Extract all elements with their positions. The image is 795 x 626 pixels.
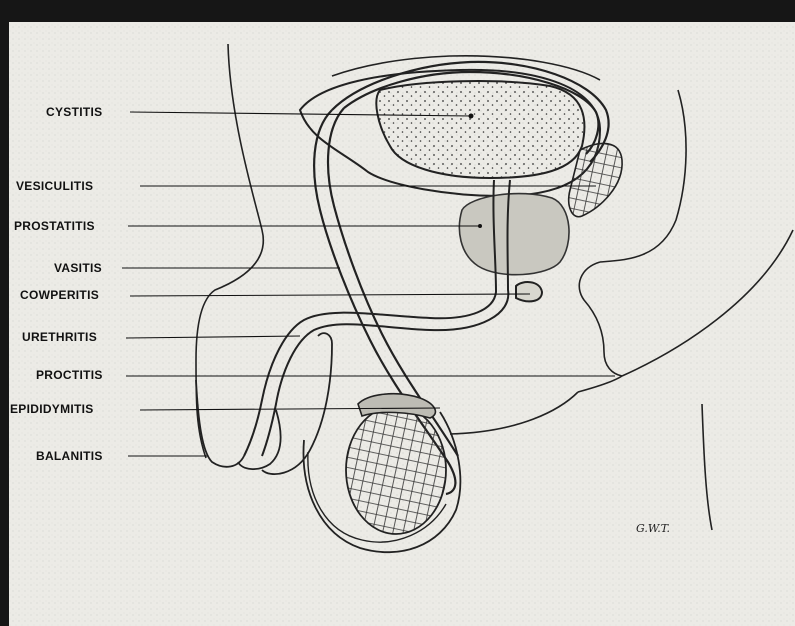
label-prostatitis: PROSTATITIS <box>14 219 95 233</box>
artist-signature: G.W.T. <box>636 522 670 535</box>
label-balanitis: BALANITIS <box>36 449 103 463</box>
label-cowperitis: COWPERITIS <box>20 288 99 302</box>
label-cystitis: CYSTITIS <box>46 105 102 119</box>
prostate <box>459 194 569 275</box>
label-vesiculitis: VESICULITIS <box>16 179 93 193</box>
label-proctitis: PROCTITIS <box>36 368 103 382</box>
label-urethritis: URETHRITIS <box>22 330 97 344</box>
label-epididymitis: EPIDIDYMITIS <box>10 402 94 416</box>
label-vasitis: VASITIS <box>54 261 102 275</box>
